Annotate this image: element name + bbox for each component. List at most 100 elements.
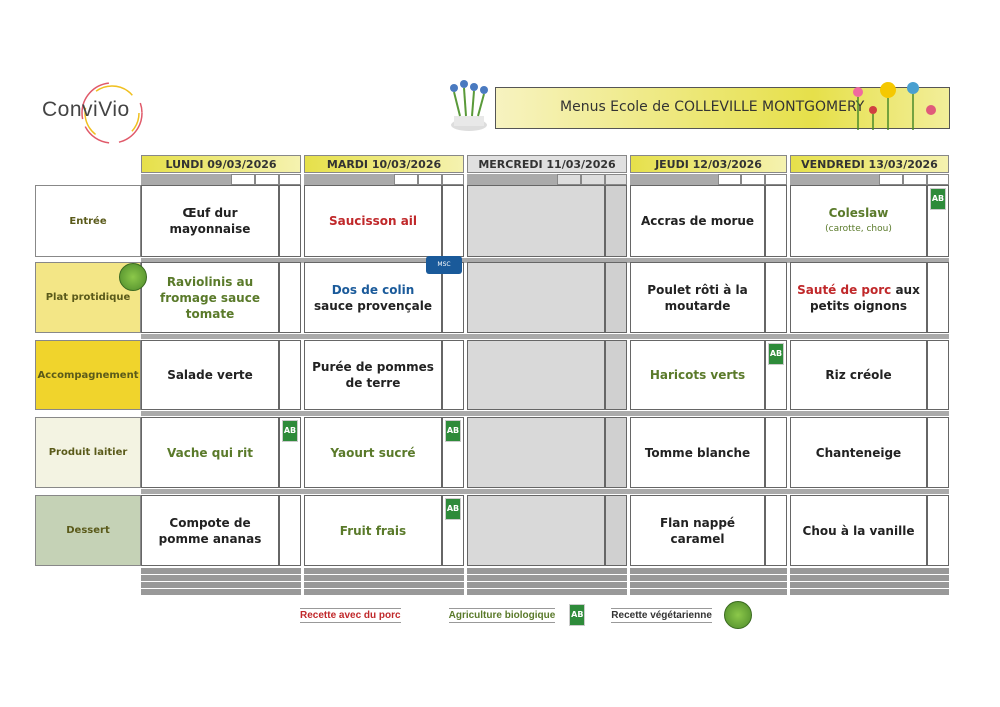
- day-header: JEUDI 12/03/2026: [630, 155, 787, 173]
- flower-pot-image: [442, 78, 497, 133]
- day-header: MERCREDI 11/03/2026: [467, 155, 627, 173]
- menu-cell: Sauté de porc aux petits oignons: [790, 262, 927, 333]
- vegetarian-icon: [723, 601, 752, 629]
- dish-text: Vache qui rit: [167, 445, 253, 460]
- menu-cell: Vache qui rit: [141, 417, 279, 488]
- row-label: Dessert: [35, 495, 141, 566]
- flowers-image: [853, 82, 936, 130]
- dish-text: Salade verte: [167, 368, 253, 382]
- dish-text: aux petits oignons: [809, 282, 920, 313]
- day-subheader: [304, 174, 464, 185]
- organic-ab-icon: AB: [569, 604, 586, 626]
- menu-cell: [467, 417, 605, 488]
- row-label: Entrée: [35, 185, 141, 257]
- msc-label-icon: MSC: [426, 256, 462, 274]
- menu-cell: Salade verte: [141, 340, 279, 410]
- footer-bar: [630, 589, 787, 595]
- page-title: Menus Ecole de COLLEVILLE MONTGOMERY: [560, 99, 865, 115]
- side-cell: [279, 340, 301, 410]
- side-cell: [442, 340, 464, 410]
- side-cell: [605, 185, 627, 257]
- dish-text: Chou à la vanille: [802, 523, 915, 538]
- legend: Recette avec du porc Agriculture biologi…: [300, 598, 752, 632]
- menu-cell: [467, 495, 605, 566]
- row-label: Accompagnement: [35, 340, 141, 410]
- menu-cell: Tomme blanche: [630, 417, 765, 488]
- footer-bar: [141, 575, 301, 581]
- dish-text: Flan nappé caramel: [659, 515, 736, 546]
- day-subheader: [790, 174, 949, 185]
- footer-bar: [467, 575, 627, 581]
- menu-cell: Œuf dur mayonnaise: [141, 185, 279, 257]
- menu-cell: Purée de pommes de terre: [304, 340, 442, 410]
- footer-bar: [467, 582, 627, 588]
- menu-cell: Haricots verts: [630, 340, 765, 410]
- footer-bar: [790, 568, 949, 574]
- menu-cell: [467, 185, 605, 257]
- side-cell: [927, 340, 949, 410]
- day-subheader: [630, 174, 787, 185]
- dish-text: Dos de colin: [331, 282, 415, 297]
- dish-text: sauce provençale: [314, 298, 432, 313]
- dish-text: Coleslaw: [828, 206, 889, 220]
- menu-cell: Accras de morue: [630, 185, 765, 257]
- dish-text: Compote de pomme ananas: [158, 515, 262, 546]
- dish-text: Saucisson ail: [328, 214, 418, 228]
- menu-cell: [467, 340, 605, 410]
- menu-cell: Chanteneige: [790, 417, 927, 488]
- dish-text: Œuf dur mayonnaise: [169, 206, 251, 236]
- menu-cell: Chou à la vanille: [790, 495, 927, 566]
- footer-bar: [141, 568, 301, 574]
- side-cell: [927, 495, 949, 566]
- menu-cell: Flan nappé caramel: [630, 495, 765, 566]
- footer-bar: [304, 582, 464, 588]
- day-subheader: [141, 174, 301, 185]
- menu-cell: Compote de pomme ananas: [141, 495, 279, 566]
- menu-cell: Yaourt sucré: [304, 417, 442, 488]
- footer-bar: [304, 589, 464, 595]
- footer-bar: [630, 582, 787, 588]
- footer-bar: [141, 582, 301, 588]
- menu-cell: Raviolinis au fromage sauce tomate: [141, 262, 279, 333]
- dish-text: Yaourt sucré: [330, 445, 416, 460]
- row-separator: [141, 258, 949, 263]
- organic-ab-icon: AB: [768, 343, 784, 365]
- dish-text: Poulet rôti à la moutarde: [647, 282, 748, 313]
- dish-detail: (carotte, chou): [825, 224, 892, 234]
- footer-bar: [790, 589, 949, 595]
- footer-bar: [304, 568, 464, 574]
- convivio-logo: ConviVio: [42, 80, 152, 150]
- footer-bar: [790, 582, 949, 588]
- dish-text: Purée de pommes de terre: [312, 360, 434, 390]
- organic-ab-icon: AB: [282, 420, 298, 442]
- side-cell: [765, 495, 787, 566]
- footer-bar: [141, 589, 301, 595]
- organic-ab-icon: AB: [445, 498, 461, 520]
- legend-vegetarian: Recette végétarienne: [611, 607, 712, 623]
- dish-text: Raviolinis au fromage sauce tomate: [160, 274, 260, 321]
- day-header: LUNDI 09/03/2026: [141, 155, 301, 173]
- footer-bar: [304, 575, 464, 581]
- dish-text: Sauté de porc: [797, 282, 892, 297]
- day-subheader: [467, 174, 627, 185]
- menu-cell: Fruit frais: [304, 495, 442, 566]
- side-cell: [279, 262, 301, 333]
- side-cell: [765, 262, 787, 333]
- vegetarian-icon: [119, 263, 147, 291]
- row-separator: [141, 411, 949, 416]
- footer-bar: [790, 575, 949, 581]
- legend-organic: Agriculture biologique: [448, 607, 556, 623]
- menu-cell: Coleslaw (carotte, chou): [790, 185, 927, 257]
- menu-cell: Riz créole: [790, 340, 927, 410]
- side-cell: [605, 340, 627, 410]
- row-separator: [141, 334, 949, 339]
- side-cell: [605, 495, 627, 566]
- side-cell: [279, 185, 301, 257]
- menu-cell: Poulet rôti à la moutarde: [630, 262, 765, 333]
- day-header: MARDI 10/03/2026: [304, 155, 464, 173]
- row-separator: [141, 489, 949, 494]
- organic-ab-icon: AB: [930, 188, 946, 210]
- footer-bar: [467, 568, 627, 574]
- row-label: Produit laitier: [35, 417, 141, 488]
